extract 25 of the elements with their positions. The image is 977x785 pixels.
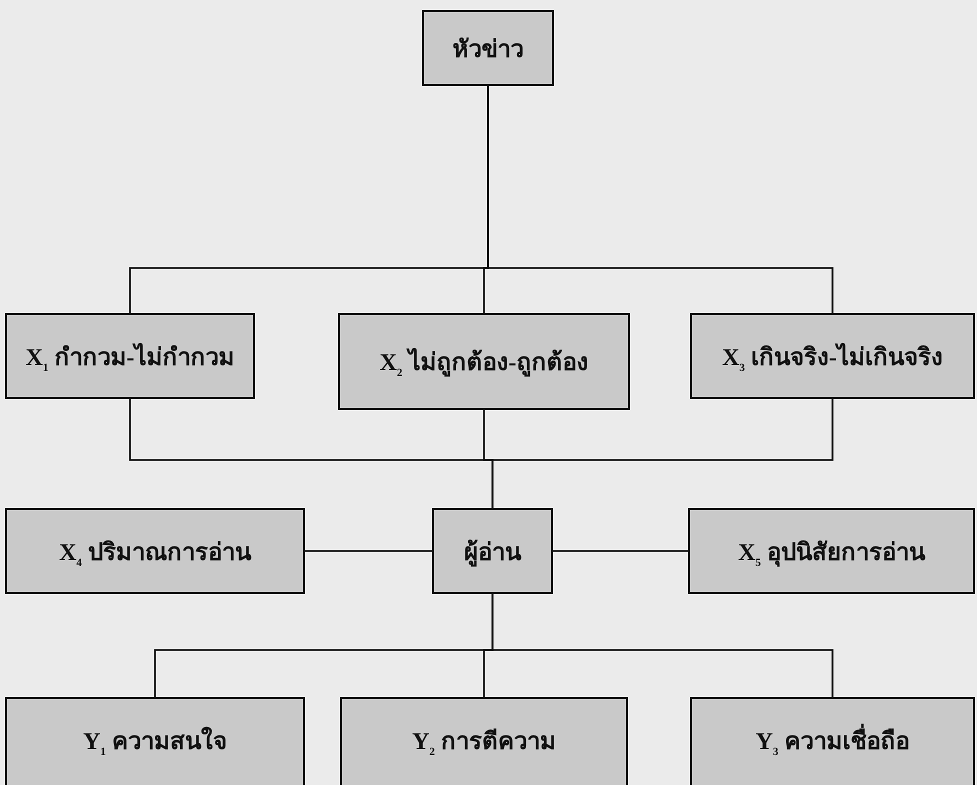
variable-box (688, 508, 975, 594)
variable-box (338, 313, 630, 410)
box-label: X$_{5}$ อุปนิสัยการอ่าน (738, 538, 925, 570)
connector-line (305, 550, 432, 552)
box-label: X$_{1}$ กำกวม-ไม่กำกวม (26, 342, 234, 376)
box-label: ผู้อ่าน (464, 538, 521, 569)
variable-box (690, 697, 975, 785)
variable-box (5, 313, 255, 399)
variable-box (422, 10, 554, 86)
variable-box (5, 697, 305, 785)
connector-line (492, 399, 834, 508)
connector-line (487, 86, 834, 313)
box-label: Y$_{1}$ ความสนใจ (83, 721, 227, 760)
variable-box (690, 313, 975, 399)
variable-box (340, 697, 628, 785)
box-label: Y$_{3}$ ความเชื่อถือ (756, 721, 910, 760)
variable-box (432, 508, 553, 594)
connector-line (553, 550, 688, 552)
box-label: หัวข่าว (452, 36, 524, 64)
variable-box (5, 508, 305, 594)
box-label: X$_{3}$ เกินจริง-ไม่เกินจริง (722, 342, 943, 376)
box-label: X$_{2}$ ไม่ถูกต้อง-ถูกต้อง (380, 342, 588, 381)
box-label: Y$_{2}$ การตีความ (412, 728, 556, 760)
box-label: X$_{4}$ ปริมาณการอ่าน (59, 538, 251, 570)
connector-line (492, 594, 834, 697)
